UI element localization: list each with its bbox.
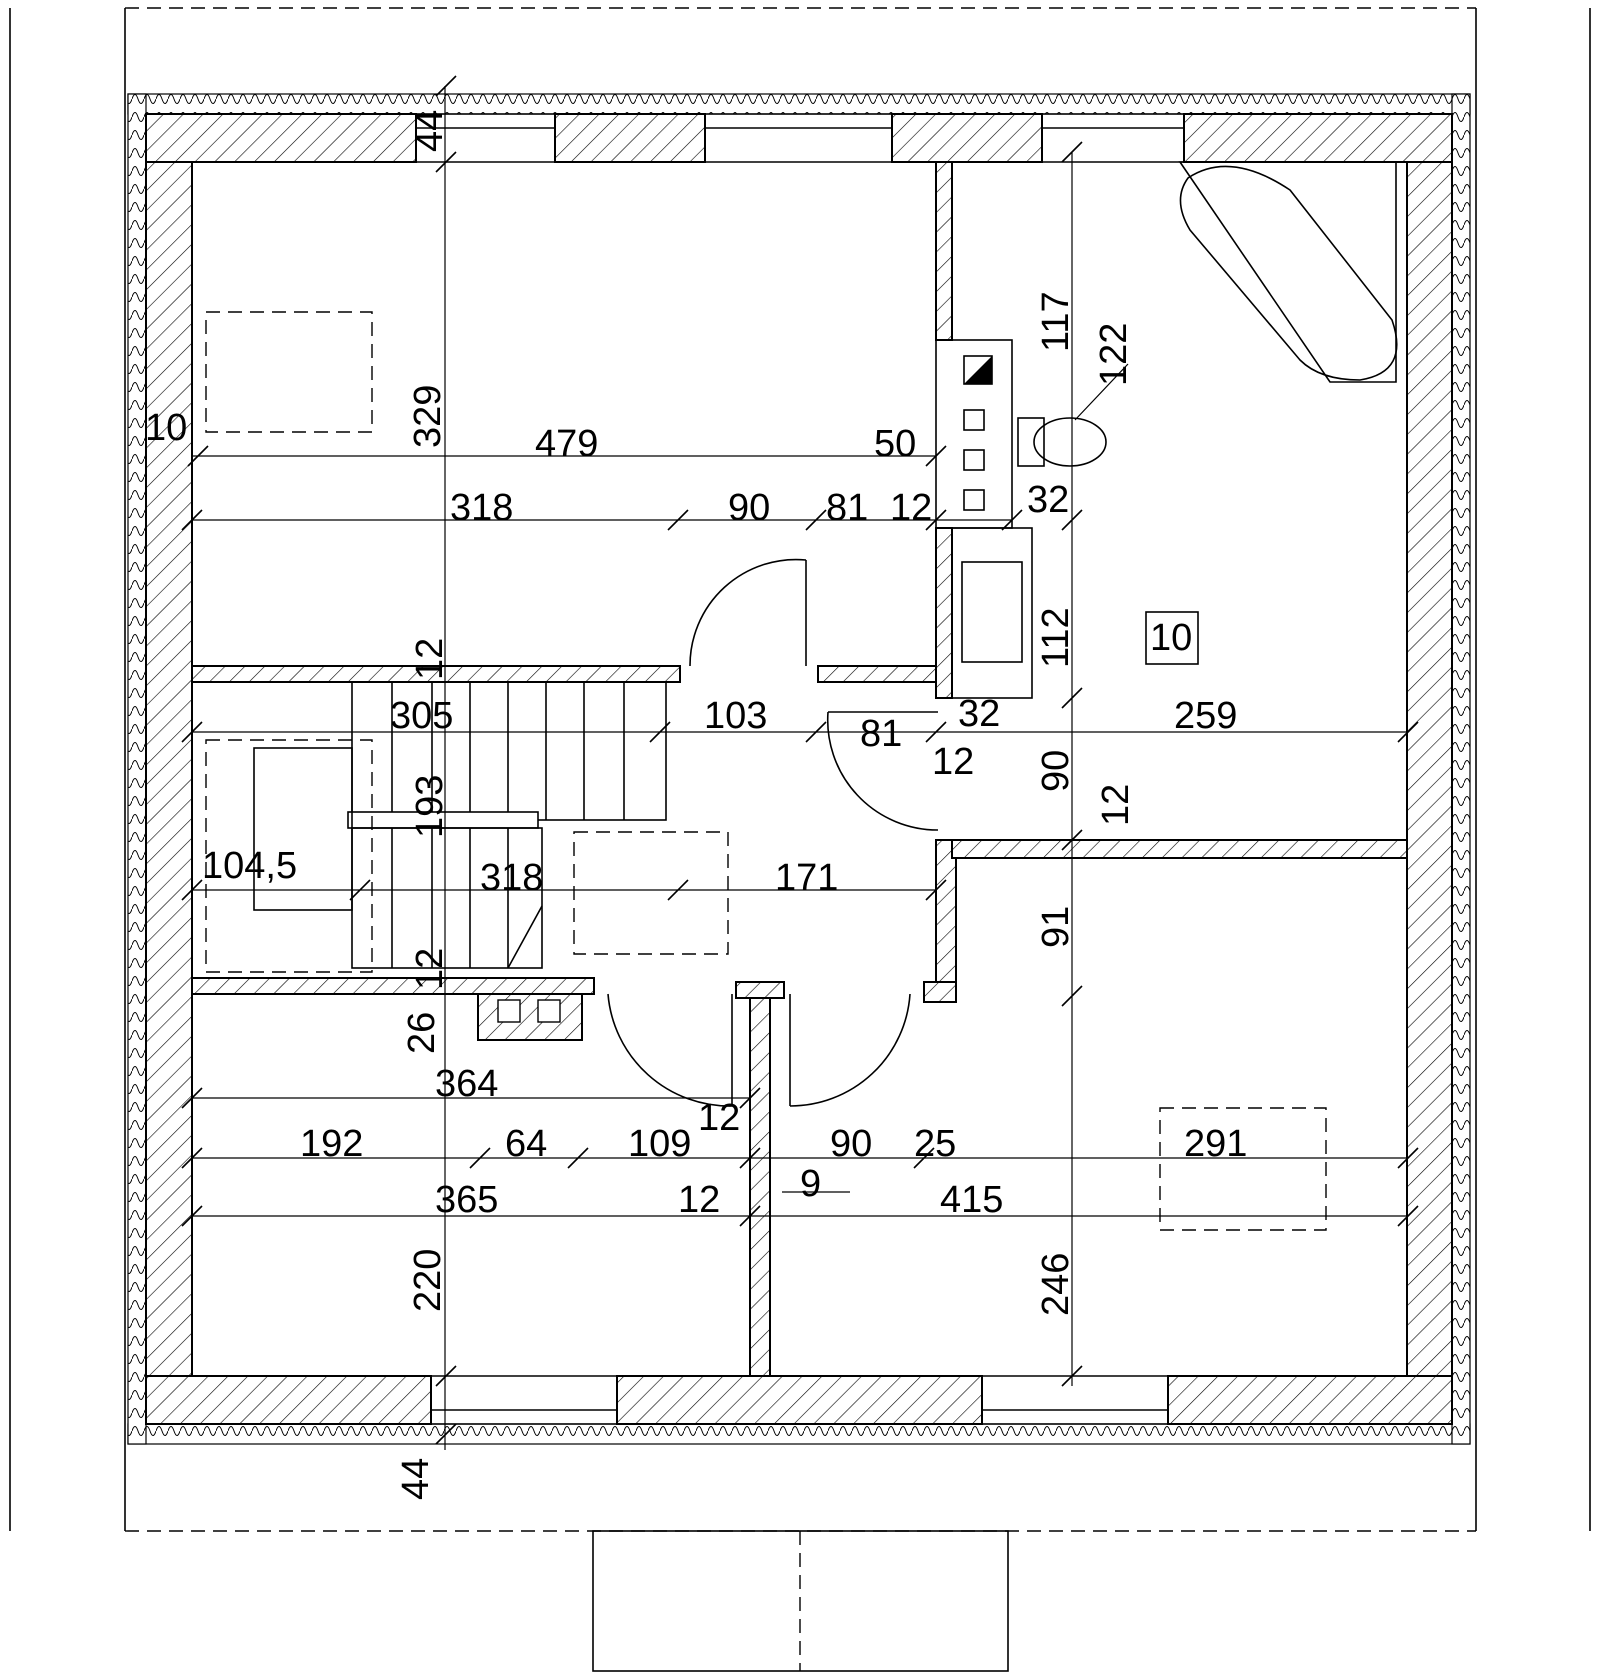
- roof-outline: [9, 7, 1591, 1672]
- dimension-label: 81: [826, 487, 868, 529]
- staircase: [253, 681, 667, 969]
- dimension-label: 44: [409, 110, 451, 152]
- dimension-label: 12: [1095, 784, 1137, 826]
- dimension-label: 12: [698, 1097, 740, 1139]
- dimension-label: 90: [830, 1123, 872, 1165]
- dimension-label: 329: [407, 385, 449, 448]
- dimension-label: 32: [958, 693, 1000, 735]
- dimension-label: 103: [704, 695, 767, 737]
- dimension-label: 12: [890, 487, 932, 529]
- dimension-label: 305: [390, 695, 453, 737]
- interior-walls: [191, 161, 1408, 1377]
- dimension-label: 25: [914, 1123, 956, 1165]
- dimension-labels-horizontal: 10 479 50 318 90 81 12 32 305 103 81 32 …: [145, 407, 1247, 1221]
- dimension-label: 26: [401, 1012, 443, 1054]
- dimension-label: 12: [409, 638, 451, 680]
- dimension-label: 12: [678, 1179, 720, 1221]
- room-label: 10: [1145, 611, 1199, 665]
- dimension-label: 112: [1035, 607, 1077, 668]
- exterior-walls: [145, 113, 1453, 1425]
- dimension-label: 44: [395, 1458, 437, 1500]
- dimension-label: 171: [775, 857, 838, 899]
- dimension-label: 318: [480, 857, 543, 899]
- dimension-label: 10: [145, 407, 187, 449]
- dimension-label: 81: [860, 713, 902, 755]
- insulation: [127, 93, 1471, 1445]
- dimension-label: 192: [300, 1123, 363, 1165]
- dimension-label: 291: [1184, 1123, 1247, 1165]
- dimension-label: 32: [1027, 479, 1069, 521]
- dimension-label: 220: [407, 1249, 449, 1312]
- dimension-label: 117: [1035, 291, 1077, 352]
- dimension-label: 122: [1093, 323, 1135, 386]
- dimension-label: 365: [435, 1179, 498, 1221]
- dimension-label: 415: [940, 1179, 1003, 1221]
- dimension-label: 64: [505, 1123, 547, 1165]
- dimension-label: 109: [628, 1123, 691, 1165]
- dimension-label: 364: [435, 1063, 498, 1105]
- dimension-label: 91: [1035, 906, 1077, 948]
- doors: [607, 558, 939, 1107]
- dimension-label: 50: [874, 423, 916, 465]
- dimension-label: 246: [1035, 1253, 1077, 1316]
- dimension-lines: [192, 86, 1407, 1450]
- dimension-label: 90: [728, 487, 770, 529]
- windows: [416, 113, 1184, 1425]
- dimension-label: 479: [535, 423, 598, 465]
- dimension-label: 104,5: [202, 845, 297, 887]
- dashed-overlays: [205, 311, 1327, 1231]
- dimension-labels-vertical: 44 329 12 193 12 26 220 44 117 122 112 9…: [395, 110, 1137, 1500]
- dimension-label: 12: [932, 741, 974, 783]
- dimension-label: 90: [1035, 750, 1077, 792]
- dimension-label: 318: [450, 487, 513, 529]
- dimension-label: 12: [409, 948, 451, 990]
- dimension-label: 9: [800, 1163, 821, 1205]
- dimension-label: 193: [409, 775, 451, 838]
- bathroom-fixtures: [935, 161, 1398, 699]
- room-label-text: 10: [1150, 617, 1192, 659]
- dimension-label: 259: [1174, 695, 1237, 737]
- dimension-ticks: [181, 75, 1419, 1445]
